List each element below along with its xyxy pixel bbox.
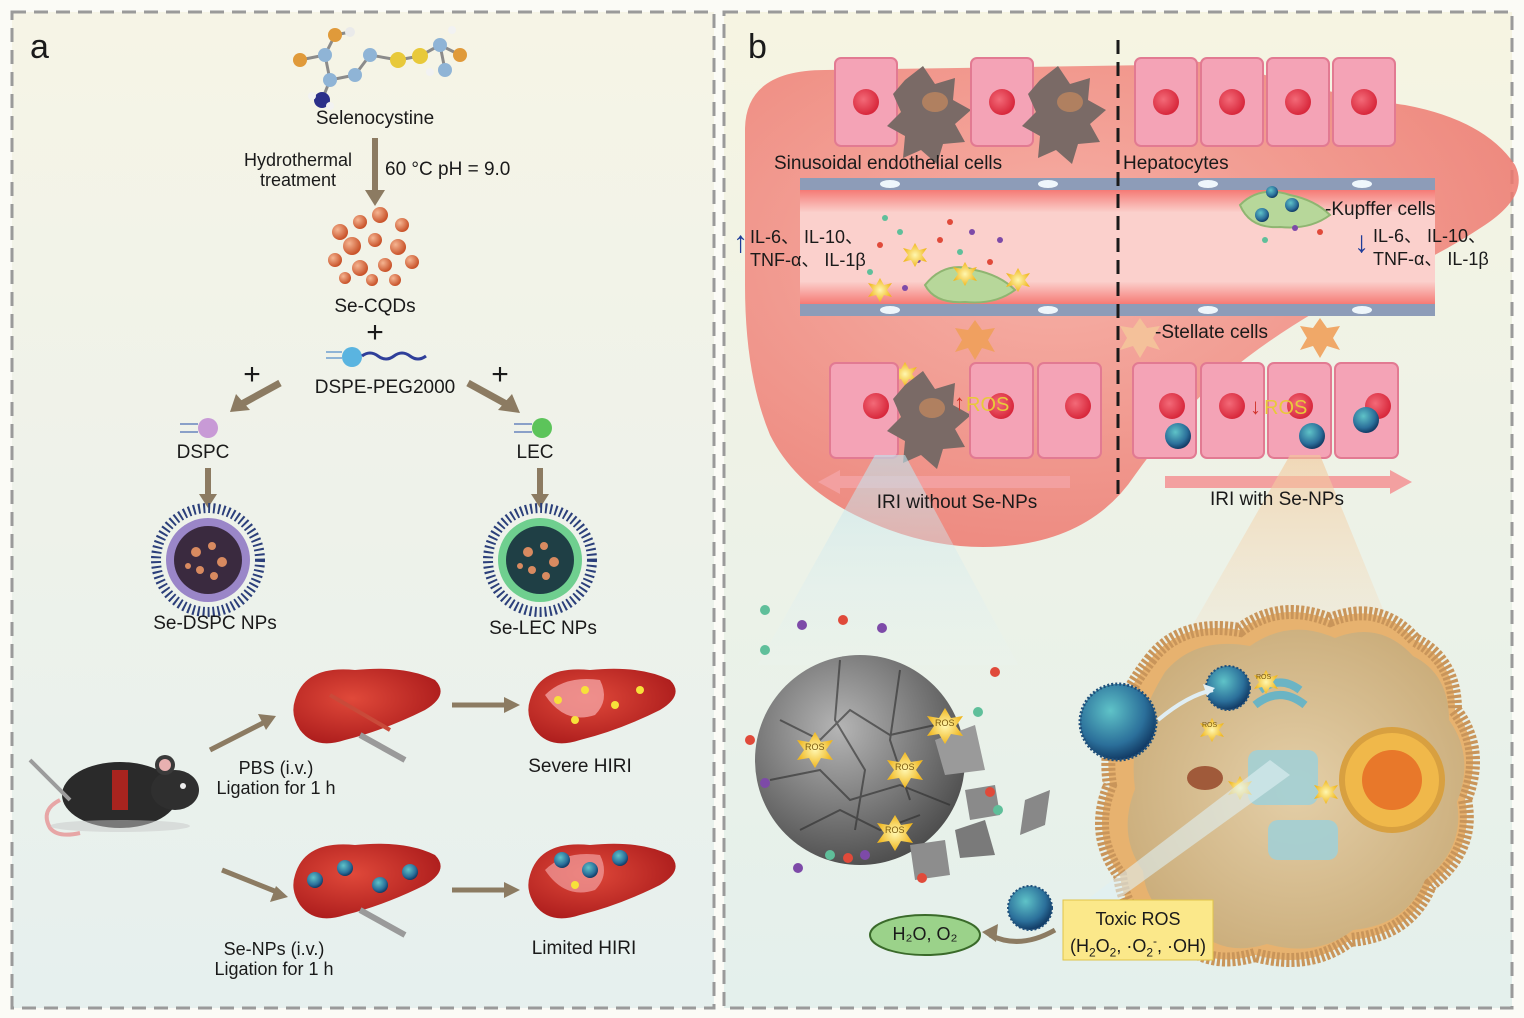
pbs-line1: PBS (i.v.) <box>238 758 314 778</box>
plus-left: + <box>243 358 261 391</box>
ros-up-arrow: ↑ <box>954 390 965 415</box>
conditions-label: 60 °C pH = 9.0 <box>385 159 511 180</box>
dspc-label: DSPC <box>176 442 230 463</box>
ros-right-label: ROS <box>1264 397 1308 419</box>
up-arrow: ↑ <box>733 226 748 259</box>
senps-line1: Se-NPs (i.v.) <box>223 939 325 959</box>
panel-b-label: b <box>748 28 767 66</box>
ros-rock-1: ROS <box>805 742 825 752</box>
selenocystine-label: Selenocystine <box>315 108 435 129</box>
cytokines-left: IL-6、 IL-10、 TNF-α、 IL-1β <box>750 226 866 272</box>
toxic-ros-title: Toxic ROS <box>1095 909 1181 929</box>
ros-rock-3: ROS <box>935 718 955 728</box>
water-oxygen-label: H₂O, O₂ <box>892 924 958 944</box>
hydrothermal-label: Hydrothermal treatment <box>244 150 352 190</box>
limited-hiri-label: Limited HIRI <box>531 938 637 959</box>
ros-cell-1: ROS <box>1256 674 1272 681</box>
stellate-label: -Stellate cells <box>1155 322 1268 343</box>
senps-label: Se-NPs (i.v.) Ligation for 1 h <box>214 939 333 979</box>
senps-line2: Ligation for 1 h <box>214 959 334 979</box>
down-arrow: ↓ <box>1354 226 1369 259</box>
hydrothermal-line2: treatment <box>259 170 337 190</box>
se-dspc-nps-label: Se-DSPC NPs <box>153 613 277 634</box>
cytokines-right-line2: TNF-α、 IL-1β <box>1373 249 1489 269</box>
pbs-line2: Ligation for 1 h <box>216 778 336 798</box>
hydrothermal-line1: Hydrothermal <box>243 150 353 170</box>
ros-left-label: ROS <box>966 394 1010 416</box>
dspe-peg-label: DSPE-PEG2000 <box>314 377 456 398</box>
plus-right: + <box>491 358 509 391</box>
se-lec-nps-label: Se-LEC NPs <box>489 618 597 639</box>
cytokines-right: IL-6、 IL-10、 TNF-α、 IL-1β <box>1373 225 1489 271</box>
se-cqds-label: Se-CQDs <box>334 296 416 317</box>
plus-top: + <box>366 316 384 349</box>
lec-label: LEC <box>516 442 554 463</box>
ros-rock-2: ROS <box>895 762 915 772</box>
panel-a-label: a <box>30 28 49 66</box>
iri-with-label: IRI with Se-NPs <box>1209 489 1345 510</box>
toxic-ros-box: Toxic ROS (H2O2, ·O2-, ·OH) <box>1070 908 1206 964</box>
cytokines-left-line2: TNF-α、 IL-1β <box>750 250 866 270</box>
kupffer-label: -Kupffer cells <box>1325 199 1436 220</box>
toxic-ros-species: (H2O2, ·O2-, ·OH) <box>1069 934 1207 960</box>
iri-without-label: IRI without Se-NPs <box>876 492 1038 513</box>
ros-down-arrow: ↓ <box>1250 394 1261 419</box>
cytokines-left-line1: IL-6、 IL-10、 <box>750 227 864 247</box>
sinusoidal-label: Sinusoidal endothelial cells <box>774 153 1003 174</box>
pbs-label: PBS (i.v.) Ligation for 1 h <box>216 758 335 798</box>
hepatocytes-label: Hepatocytes <box>1123 153 1229 174</box>
ros-cell-2: ROS <box>1202 722 1218 729</box>
ros-rock-4: ROS <box>885 825 905 835</box>
severe-hiri-label: Severe HIRI <box>528 756 632 777</box>
cytokines-right-line1: IL-6、 IL-10、 <box>1373 226 1487 246</box>
